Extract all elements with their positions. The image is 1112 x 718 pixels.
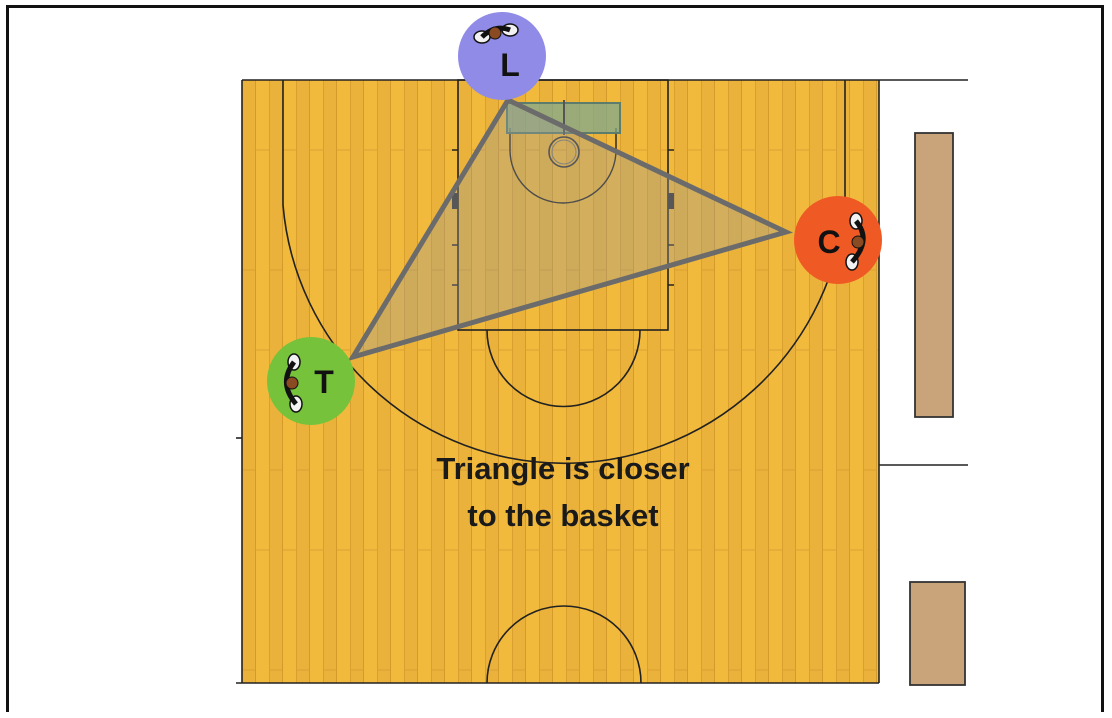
restricted-area-arc [509, 128, 617, 204]
lane-block-right [668, 193, 674, 209]
basket-rim [548, 136, 580, 168]
player-c-label: C [817, 224, 840, 260]
caption-line-2: to the basket [467, 498, 658, 533]
triangle-shape [347, 96, 794, 362]
caption-line-1: Triangle is closer [436, 451, 689, 486]
three-point-line [282, 80, 846, 465]
bench-lower [909, 581, 966, 686]
player-t-marker: T [267, 337, 355, 425]
lane-hash-marks [452, 149, 674, 286]
player-c-marker: C [794, 196, 882, 284]
diagram-frame [6, 5, 1104, 712]
basket-rim-inner [551, 139, 577, 165]
center-circle [486, 605, 642, 684]
player-l-marker: L [458, 12, 546, 100]
bench-upper [914, 132, 954, 418]
player-l-label: L [500, 47, 520, 83]
player-figure-icon [845, 212, 866, 271]
player-figure-icon [473, 23, 519, 44]
player-t-circle [267, 337, 355, 425]
player-figure-icon [284, 353, 303, 413]
free-throw-circle [486, 329, 641, 408]
player-t-label: T [314, 364, 334, 400]
lane-block-left [452, 193, 458, 209]
